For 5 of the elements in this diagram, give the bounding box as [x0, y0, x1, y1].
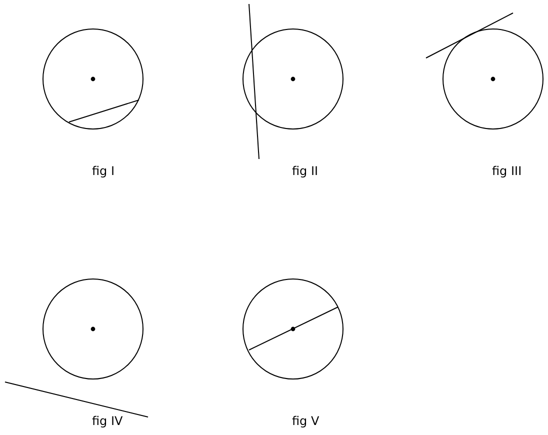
figure-caption: fig I	[92, 164, 115, 178]
figure-caption: fig V	[292, 414, 320, 428]
figure-caption: fig III	[492, 164, 522, 178]
figure-caption: fig IV	[92, 414, 123, 428]
figure-caption: fig II	[292, 164, 318, 178]
